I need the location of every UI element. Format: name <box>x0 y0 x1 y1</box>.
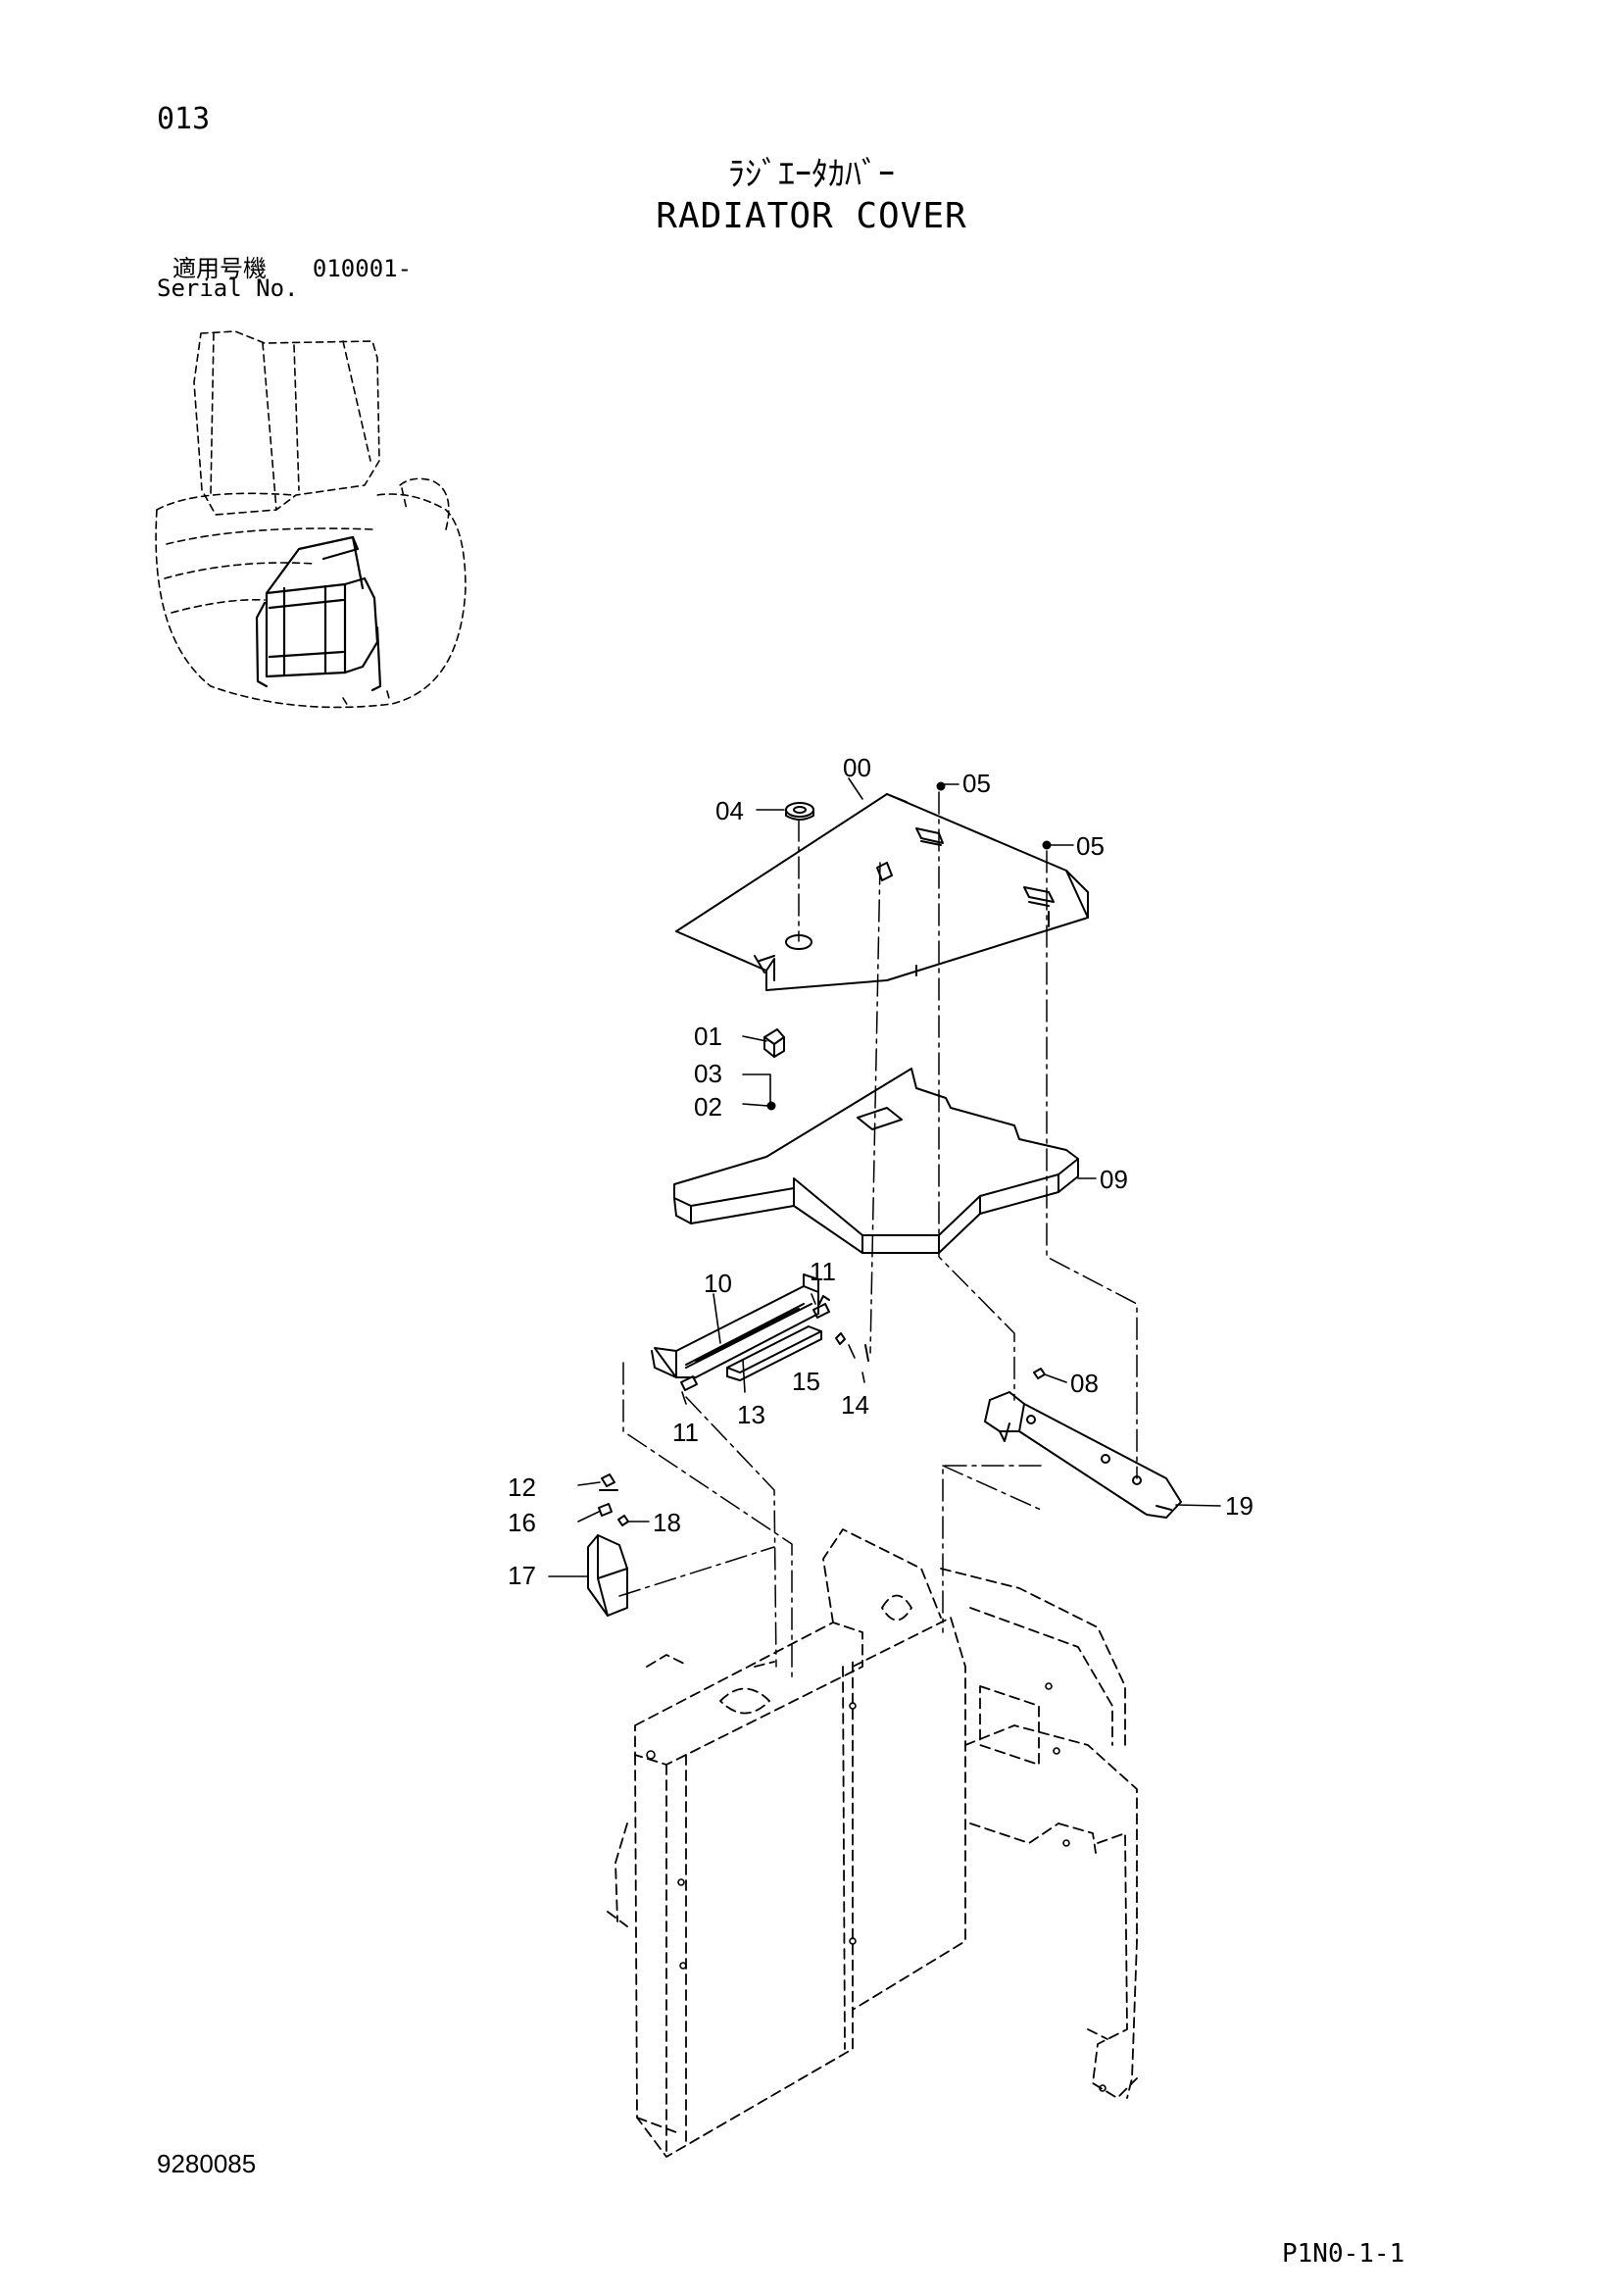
mounting-strap <box>984 1391 1182 1519</box>
serial-value: 010001- <box>312 255 413 282</box>
grommet <box>785 802 814 821</box>
callout-19: 19 <box>1225 1491 1254 1521</box>
radiator-highlight-inset <box>255 535 382 692</box>
callout-04: 04 <box>715 796 744 825</box>
callout-labels: 00 05 04 05 01 03 02 09 10 11 15 14 13 1… <box>508 753 1254 1590</box>
callout-15: 15 <box>792 1367 820 1396</box>
corner-bracket <box>587 1534 628 1617</box>
callout-10: 10 <box>704 1269 732 1298</box>
callout-02: 02 <box>694 1092 722 1122</box>
callout-05: 05 <box>962 769 991 798</box>
callout-16: 16 <box>508 1508 536 1537</box>
callout-17: 17 <box>508 1561 536 1590</box>
callout-14: 14 <box>841 1390 869 1420</box>
callout-12: 12 <box>508 1472 536 1502</box>
serial-range: 適用号機 010001- <box>172 249 412 283</box>
callout-03: 03 <box>694 1059 722 1088</box>
leader-lines <box>548 777 1221 1577</box>
alignment-lines <box>618 791 1138 1682</box>
callout-11: 11 <box>810 1257 836 1286</box>
callout-18: 18 <box>653 1508 681 1537</box>
callout-01: 01 <box>694 1022 722 1051</box>
bolt <box>598 1295 1046 1526</box>
latch <box>763 1028 785 1058</box>
machine-overview-inset <box>155 330 467 709</box>
page-title: RADIATOR COVER <box>656 196 967 236</box>
page-code: P1N0-1-1 <box>1282 2239 1405 2269</box>
callout-05: 05 <box>1076 831 1105 861</box>
title-japanese: ﾗｼﾞｴｰﾀｶﾊﾞｰ <box>728 155 895 194</box>
upper-bracket <box>651 1273 822 1381</box>
document-number: 9280085 <box>157 2149 257 2178</box>
radiator-assembly <box>607 1528 1138 2158</box>
serial-label-english: Serial No. <box>157 275 299 302</box>
radiator-bolts <box>646 1682 1107 2092</box>
callout-13: 13 <box>737 1400 765 1429</box>
callout-11: 11 <box>672 1418 699 1447</box>
serial-label-japanese: 適用号機 <box>172 255 267 282</box>
callout-08: 08 <box>1070 1369 1099 1398</box>
callout-00: 00 <box>843 753 871 782</box>
callout-09: 09 <box>1100 1165 1128 1194</box>
page-number: 013 <box>157 102 211 136</box>
insulation-pad <box>673 1068 1079 1254</box>
